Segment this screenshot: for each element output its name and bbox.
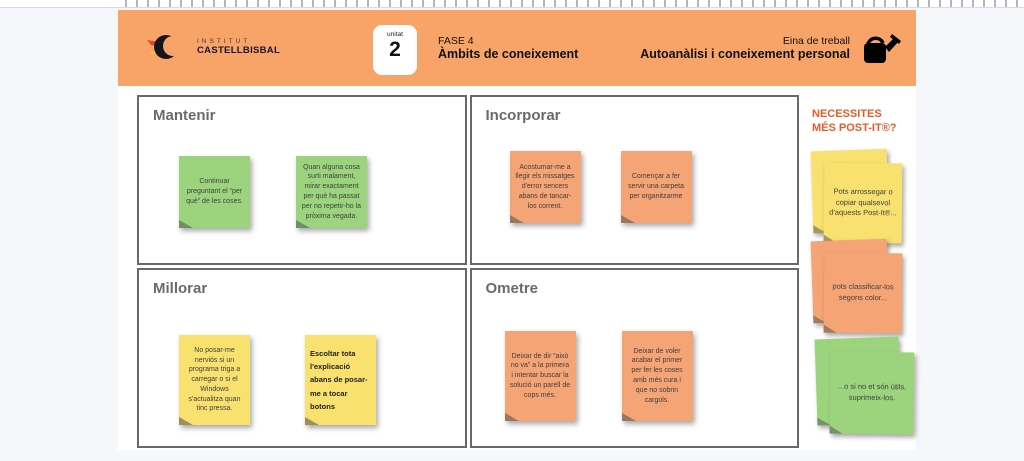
- document-page: INSTITUT CASTELLBISBAL unitat 2 FASE 4 À…: [118, 10, 916, 450]
- phase-block: FASE 4 Àmbits de coneixement: [438, 35, 578, 61]
- quadrant-incorporar: Incorporar Acostumar-me a llegir els mis…: [469, 95, 799, 265]
- notes-row: No posar-me nerviós si un programa triga…: [179, 335, 465, 425]
- notes-row: Acostumar-me a llegir els missatges d'er…: [509, 151, 798, 223]
- unit-number: 2: [389, 38, 401, 61]
- horizontal-ruler: [0, 0, 1024, 8]
- institut-logo: INSTITUT CASTELLBISBAL: [146, 29, 280, 65]
- worksheet-header: INSTITUT CASTELLBISBAL unitat 2 FASE 4 À…: [118, 10, 916, 86]
- postit-note[interactable]: Acostumar-me a llegir els missatges d'er…: [509, 151, 581, 223]
- quadrant-title: Mantenir: [153, 107, 216, 124]
- postit-note[interactable]: Quan alguna cosa surti malament, mirar e…: [296, 156, 367, 228]
- postit-note[interactable]: Començar a fer servir una carpeta per or…: [620, 151, 692, 223]
- postit-note[interactable]: ...o si no et són útils, suprimeix-los.: [829, 351, 915, 435]
- logo-line1: INSTITUT: [197, 38, 251, 45]
- postit-note[interactable]: Continuar preguntant el “per què” de les…: [179, 156, 250, 228]
- phase-title: Àmbits de coneixement: [438, 47, 579, 61]
- tool-title: Autoanàlisi i coneixement personal: [640, 47, 850, 61]
- tool-block: Eina de treball Autoanàlisi i coneixemen…: [640, 35, 850, 61]
- postit-note[interactable]: pots classificar-los segons color...: [823, 252, 903, 334]
- quadrant-board: Mantenir Continuar preguntant el “per qu…: [137, 95, 799, 448]
- postit-stack-orange: pots classificar-los segons color...: [810, 238, 904, 336]
- postit-stack-green: ...o si no et són útils, suprimeix-los.: [814, 336, 915, 435]
- sidebar-title: NECESSITES MÉS POST-IT®?: [812, 108, 897, 134]
- phase-label: FASE 4: [438, 35, 474, 47]
- quadrant-title: Millorar: [153, 280, 208, 297]
- unit-card: unitat 2: [373, 25, 417, 75]
- postit-note[interactable]: Pots arrossegar o copiar qualsevol d'aqu…: [823, 162, 903, 244]
- quadrant-mantenir: Mantenir Continuar preguntant el “per qu…: [137, 95, 467, 265]
- watering-can-icon: [864, 34, 901, 63]
- quadrant-title: Incorporar: [485, 107, 561, 124]
- notes-row: Deixar de dir “això no va” a la primera …: [504, 331, 798, 421]
- postit-stack-yellow: Pots arrossegar o copiar qualsevol d'aqu…: [810, 148, 904, 246]
- quadrant-title: Ometre: [485, 280, 539, 297]
- postit-sidebar: NECESSITES MÉS POST-IT®? Pots arrossegar…: [810, 98, 916, 450]
- tool-label: Eina de treball: [782, 35, 850, 47]
- postit-note[interactable]: Deixar de dir “això no va” a la primera …: [504, 331, 576, 421]
- logo-line2: CASTELLBISBAL: [197, 45, 281, 56]
- unit-label: unitat: [387, 31, 403, 38]
- postit-note[interactable]: No posar-me nerviós si un programa triga…: [179, 335, 250, 425]
- quadrant-millorar: Millorar No posar-me nerviós si un progr…: [137, 268, 467, 448]
- ruler-ticks: [125, 0, 1024, 7]
- postit-note[interactable]: Escoltar tota l'explicació abans de posa…: [305, 335, 376, 425]
- logo-text: INSTITUT CASTELLBISBAL: [197, 38, 280, 56]
- postit-note[interactable]: Deixar de voler acabar el primer per fer…: [621, 331, 693, 421]
- notes-row: Continuar preguntant el “per què” de les…: [179, 156, 465, 228]
- quadrant-ometre: Ometre Deixar de dir “això no va” a la p…: [469, 268, 799, 448]
- logo-crescent-icon: [147, 35, 183, 59]
